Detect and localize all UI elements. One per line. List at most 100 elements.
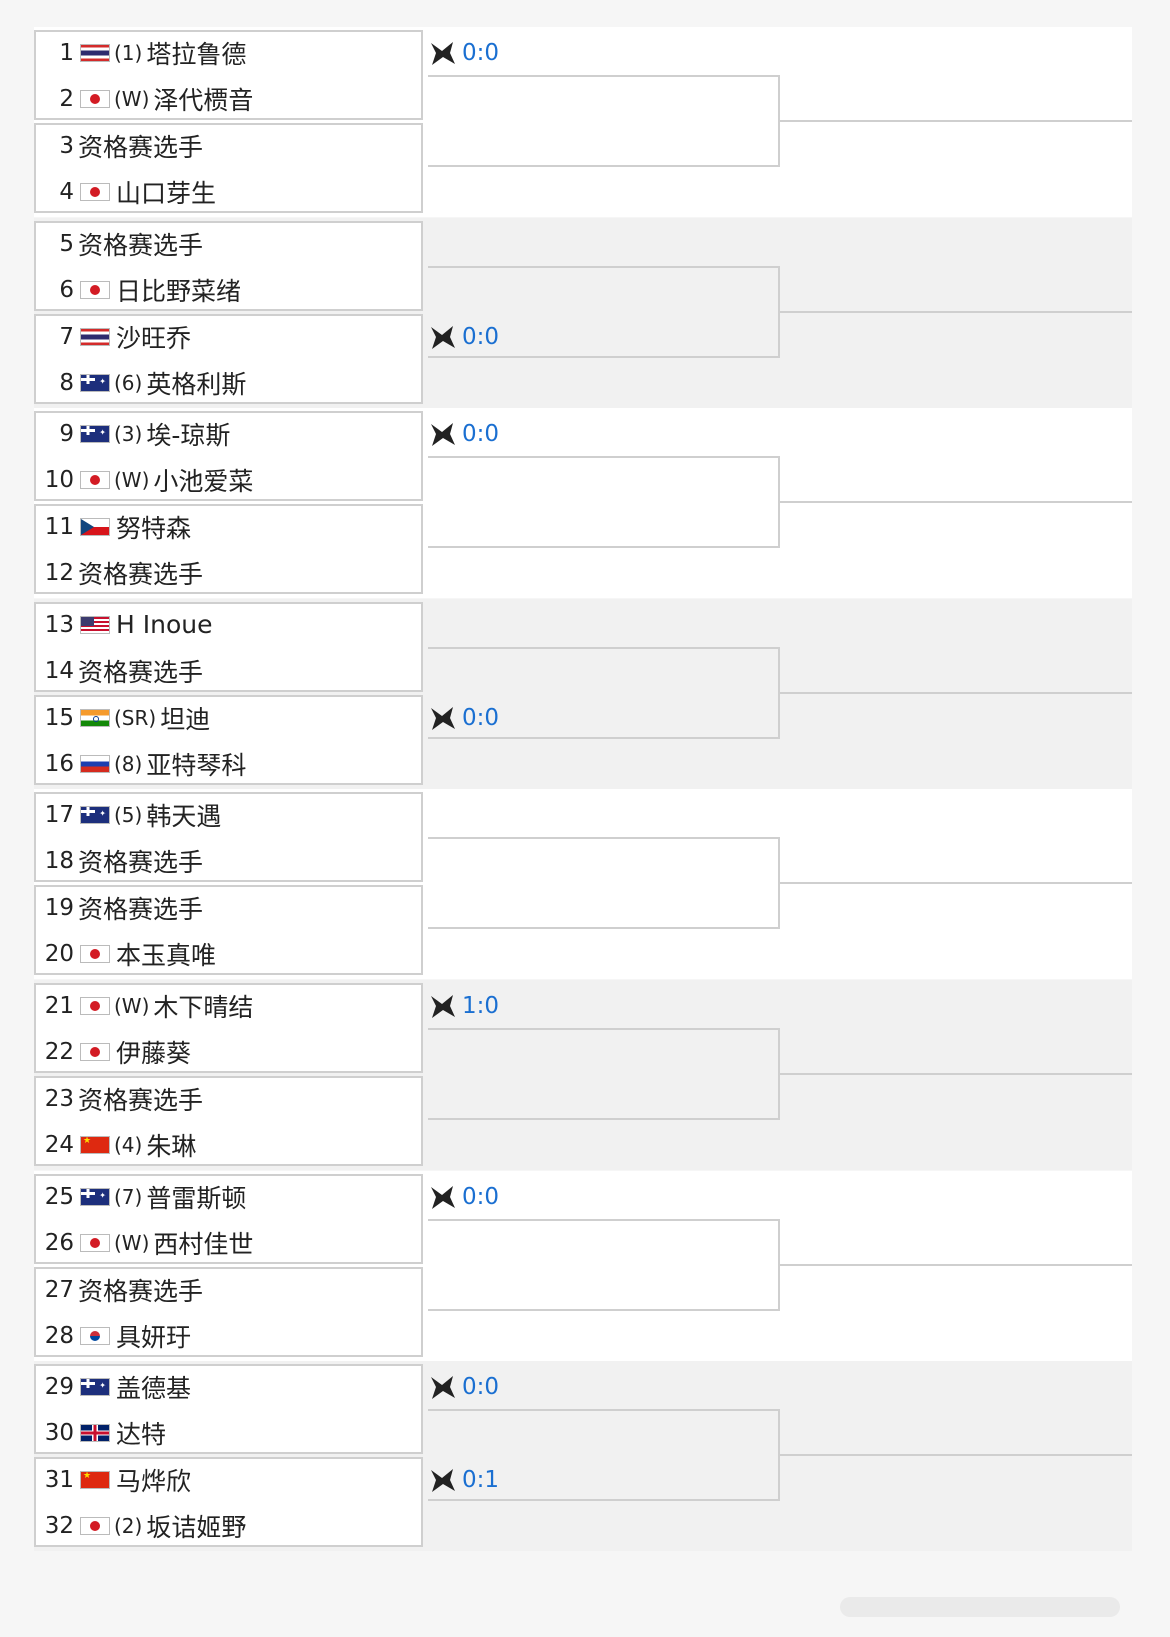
- player-row[interactable]: 16(8)亚特琴科: [36, 741, 247, 787]
- player-name[interactable]: 本玉真唯: [116, 941, 217, 971]
- match-score[interactable]: 0:1: [428, 1466, 499, 1494]
- match-score[interactable]: 0:0: [428, 39, 499, 67]
- match-score[interactable]: 1:0: [428, 992, 499, 1020]
- player-name[interactable]: 木下晴结: [153, 993, 254, 1022]
- draw-position: 25: [44, 1183, 74, 1210]
- player-name[interactable]: 沙旺乔: [116, 323, 192, 353]
- player-row[interactable]: 26(W)西村佳世: [36, 1220, 254, 1266]
- match-box[interactable]: 31马烨欣32(2)坂诘姬野: [34, 1457, 423, 1549]
- player-name[interactable]: 塔拉鲁德: [146, 40, 247, 69]
- player-name[interactable]: 坂诘姬野: [146, 1513, 247, 1543]
- player-row[interactable]: 17(5)韩天遇: [36, 792, 222, 838]
- round2-slot: [780, 1263, 1132, 1266]
- player-name[interactable]: 西村佳世: [153, 1229, 254, 1259]
- player-row[interactable]: 1(1)塔拉鲁德: [36, 30, 246, 76]
- round2-slot: [780, 120, 1132, 122]
- player-name[interactable]: 资格赛选手: [78, 1276, 204, 1306]
- player-name[interactable]: 英格利斯: [146, 369, 247, 399]
- player-row[interactable]: 31马烨欣: [36, 1457, 191, 1503]
- draw-position: 4: [59, 179, 74, 205]
- draw-position: 24: [44, 1132, 74, 1158]
- player-row[interactable]: 32(2)坂诘姬野: [36, 1503, 247, 1549]
- czech-flag-icon: [80, 518, 110, 537]
- player-name[interactable]: 资格赛选手: [78, 133, 204, 162]
- player-name[interactable]: 山口芽生: [116, 179, 217, 208]
- player-row[interactable]: 21(W)木下晴结: [36, 983, 254, 1029]
- player-name[interactable]: 具妍玗: [116, 1322, 192, 1352]
- player-name[interactable]: 达特: [116, 1420, 167, 1450]
- player-name[interactable]: 小池爱菜: [153, 467, 254, 497]
- round2-slot: [780, 501, 1132, 504]
- player-name[interactable]: 泽代槚音: [153, 86, 254, 115]
- player-name[interactable]: 普雷斯顿: [146, 1183, 247, 1213]
- player-name[interactable]: 资格赛选手: [78, 1086, 204, 1115]
- player-name[interactable]: 努特森: [116, 514, 192, 544]
- player-name[interactable]: 资格赛选手: [78, 230, 204, 260]
- player-row[interactable]: 25(7)普雷斯顿: [36, 1174, 247, 1220]
- japan-flag-icon: [80, 997, 110, 1015]
- match-box[interactable]: 29盖德基30达特: [34, 1364, 423, 1456]
- player-row[interactable]: 10(W)小池爱菜: [36, 457, 254, 503]
- match-score[interactable]: 0:0: [428, 420, 499, 448]
- player-name[interactable]: 伊藤葵: [116, 1039, 192, 1068]
- match-score[interactable]: 0:0: [428, 704, 499, 732]
- player-row[interactable]: 8(6)英格利斯: [36, 360, 246, 406]
- player-name[interactable]: H Inoue: [116, 610, 213, 640]
- player-name[interactable]: 亚特琴科: [146, 750, 247, 780]
- match-score[interactable]: 0:0: [428, 1183, 499, 1211]
- player-row[interactable]: 15(SR)坦迪: [36, 695, 211, 741]
- player-row[interactable]: 4 山口芽生: [36, 169, 216, 215]
- player-name[interactable]: 埃-琼斯: [146, 421, 231, 451]
- player-name[interactable]: 资格赛选手: [78, 657, 204, 687]
- player-name[interactable]: 坦迪: [160, 704, 211, 734]
- player-name[interactable]: 资格赛选手: [78, 560, 204, 590]
- player-name[interactable]: 马烨欣: [116, 1467, 192, 1497]
- match-score[interactable]: 0:0: [428, 323, 499, 351]
- player-name[interactable]: 韩天遇: [146, 802, 222, 832]
- player-name[interactable]: 资格赛选手: [78, 848, 204, 878]
- player-row[interactable]: 2(W)泽代槚音: [36, 76, 253, 122]
- usa-flag-icon: [80, 615, 110, 634]
- player-name[interactable]: 盖德基: [116, 1374, 192, 1404]
- player-row[interactable]: 24(4)朱琳: [36, 1122, 197, 1168]
- player-name[interactable]: 朱琳: [146, 1132, 197, 1161]
- match-score[interactable]: 0:0: [428, 1373, 499, 1401]
- player-row[interactable]: 9(3)埃-琼斯: [36, 411, 230, 457]
- player-row[interactable]: 29盖德基: [36, 1364, 191, 1410]
- player-name[interactable]: 日比野菜绪: [116, 276, 242, 306]
- player-name[interactable]: 资格赛选手: [78, 895, 204, 925]
- score-text: 0:0: [462, 421, 500, 448]
- china-flag-icon: [80, 1471, 110, 1490]
- seed-tag: (W): [114, 468, 150, 493]
